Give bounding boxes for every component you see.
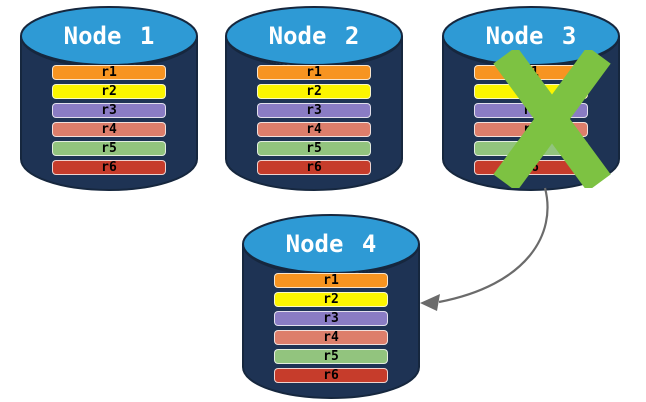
replica-r3-bar: r3 bbox=[274, 311, 388, 326]
replica-r1-bar: r1 bbox=[274, 273, 388, 288]
replica-r3-bar: r3 bbox=[257, 103, 371, 118]
node-2-label: Node 2 bbox=[268, 22, 360, 50]
replica-r1-bar: r1 bbox=[52, 65, 166, 80]
node-1-label: Node 1 bbox=[63, 22, 155, 50]
failover-arrow-icon bbox=[420, 187, 549, 311]
node-2: Node 2 r1 r2 r3 r4 r5 r6 bbox=[223, 4, 405, 194]
replica-r6-bar: r6 bbox=[274, 368, 388, 383]
replica-r2-bar: r2 bbox=[257, 84, 371, 99]
node-3-label: Node 3 bbox=[485, 22, 577, 50]
replica-r5-bar: r5 bbox=[257, 141, 371, 156]
replica-r2-bar: r2 bbox=[274, 292, 388, 307]
node-2-replica-list: r1 r2 r3 r4 r5 r6 bbox=[257, 65, 371, 175]
replica-r5-bar: r5 bbox=[52, 141, 166, 156]
replica-r2-bar: r2 bbox=[52, 84, 166, 99]
node-4: Node 4 r1 r2 r3 r4 r5 r6 bbox=[240, 212, 422, 402]
node-1-replica-list: r1 r2 r3 r4 r5 r6 bbox=[52, 65, 166, 175]
replica-r6-bar: r6 bbox=[52, 160, 166, 175]
replica-r6-bar: r6 bbox=[257, 160, 371, 175]
replica-r1-bar: r1 bbox=[257, 65, 371, 80]
node-3: Node 3 r1 r2 r3 r4 r5 r6 bbox=[440, 4, 622, 194]
replica-r4-bar: r4 bbox=[257, 122, 371, 137]
node-4-label: Node 4 bbox=[285, 230, 377, 258]
replica-r4-bar: r4 bbox=[52, 122, 166, 137]
node-1: Node 1 r1 r2 r3 r4 r5 r6 bbox=[18, 4, 200, 194]
replica-r5-bar: r5 bbox=[274, 349, 388, 364]
replica-r4-bar: r4 bbox=[274, 330, 388, 345]
replica-r3-bar: r3 bbox=[52, 103, 166, 118]
node-4-replica-list: r1 r2 r3 r4 r5 r6 bbox=[274, 273, 388, 383]
failure-x-icon bbox=[493, 50, 611, 188]
